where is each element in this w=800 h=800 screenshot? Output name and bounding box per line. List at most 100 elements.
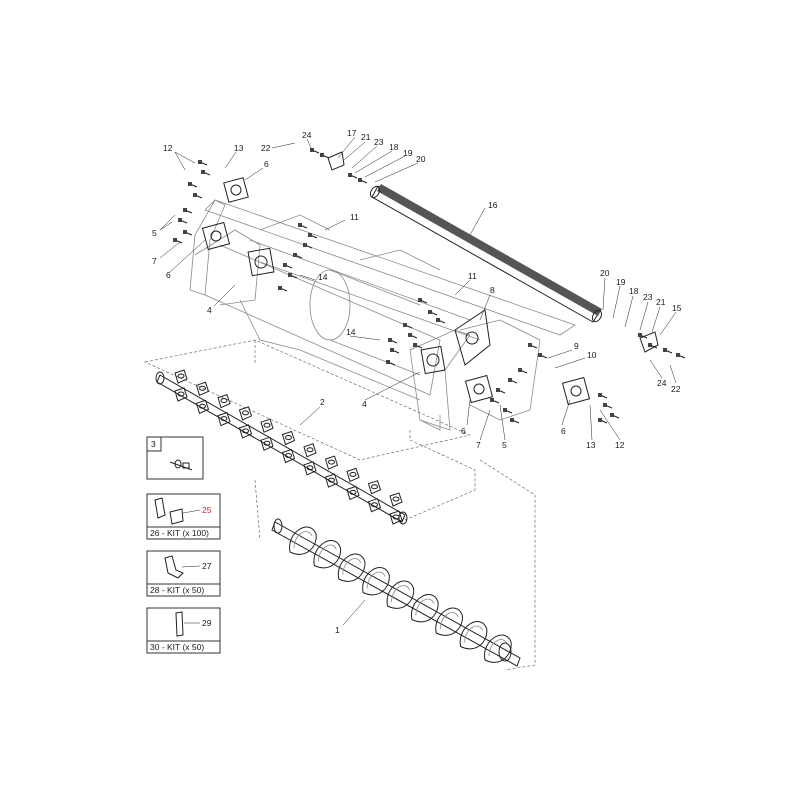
auger-end (273, 518, 283, 534)
callout-6-lower-right: 6 (561, 426, 566, 436)
auger-flight (386, 580, 415, 609)
inset-30-part-number: 29 (202, 618, 212, 628)
callout-7-lower: 7 (476, 440, 481, 450)
auger-flight (484, 634, 512, 663)
bolt (418, 298, 428, 304)
bearing-flanges (201, 151, 659, 406)
inset-box-30-kit: 29 30 - KIT (x 50) (146, 607, 221, 654)
paddle (346, 485, 360, 501)
bolt (436, 318, 446, 324)
bolt (603, 403, 613, 409)
callout-19-right: 19 (616, 277, 626, 287)
bolt (638, 333, 648, 339)
callout-1: 1 (335, 625, 340, 635)
paddle-shaft (155, 369, 408, 525)
bolt (648, 343, 658, 349)
bolt (293, 253, 303, 259)
callout-6-lower-left: 6 (461, 426, 466, 436)
paddle (324, 473, 339, 488)
housing-frame (189, 199, 576, 431)
callout-4-left: 4 (207, 305, 212, 315)
bolt (503, 408, 513, 414)
callout-21-top: 21 (361, 132, 371, 142)
bolt (528, 343, 538, 349)
inset-3-tag: 3 (151, 439, 156, 449)
callout-7-left: 7 (152, 256, 157, 266)
callout-23-top: 23 (374, 137, 384, 147)
paddle (238, 406, 253, 421)
callout-18-top: 18 (389, 142, 399, 152)
callout-18-right: 18 (629, 286, 639, 296)
bolt (183, 208, 193, 214)
bolt (201, 170, 211, 176)
paddle (238, 424, 253, 439)
bolt (508, 378, 518, 384)
paddle (174, 387, 188, 402)
bolt (278, 286, 288, 292)
bolt (303, 243, 313, 249)
callout-22-top: 22 (261, 143, 271, 153)
auger (271, 518, 521, 667)
callout-24-top: 24 (302, 130, 312, 140)
paddle (260, 436, 274, 451)
inset-26-kit-label: 26 - KIT (x 100) (150, 528, 209, 538)
bolt (198, 160, 208, 166)
bolt (518, 368, 528, 374)
inset-26-part-number: 25 (202, 505, 212, 515)
paddle (367, 498, 382, 513)
paddle (367, 480, 382, 495)
bolt (288, 273, 298, 279)
callout-6-left: 6 (166, 270, 171, 280)
callout-14-upper: 14 (318, 272, 328, 282)
bolt (178, 218, 188, 224)
callout-19-top: 19 (403, 148, 413, 158)
callout-10: 10 (587, 350, 597, 360)
bolt (490, 398, 500, 404)
auger-flight (362, 567, 390, 596)
callout-17: 17 (347, 128, 357, 138)
auger-flight (411, 594, 439, 623)
bolt (428, 310, 438, 316)
bolt (408, 333, 418, 339)
callout-2: 2 (320, 397, 325, 407)
bolt (403, 323, 413, 329)
paddle (324, 455, 339, 470)
bolt (510, 418, 520, 424)
callout-20-right: 20 (600, 268, 610, 278)
paddle (260, 418, 274, 433)
paddle (195, 399, 210, 414)
bolt (598, 393, 608, 399)
callout-24-right: 24 (657, 378, 667, 388)
inset-box-28-kit: 27 28 - KIT (x 50) (146, 550, 221, 597)
bolt (183, 230, 193, 236)
bolt (610, 413, 620, 419)
dashed-guides (144, 339, 536, 671)
bolt (388, 338, 398, 344)
auger-flight (313, 540, 341, 569)
shaft-end (398, 511, 408, 525)
callout-12-lower: 12 (615, 440, 625, 450)
callout-13-top-left: 13 (234, 143, 244, 153)
inset-box-3: 3 (146, 436, 204, 480)
callout-5-lower: 5 (502, 440, 507, 450)
callout-4-right: 4 (362, 399, 367, 409)
bolt (283, 263, 293, 269)
inset-28-part-number: 27 (202, 561, 212, 571)
paddle (217, 411, 231, 427)
bolt (496, 388, 506, 394)
hardware-bolts (173, 148, 686, 424)
bolt (358, 178, 368, 184)
paddle (303, 461, 317, 476)
callout-15: 15 (672, 303, 682, 313)
callout-6-top-left: 6 (264, 159, 269, 169)
bolt (386, 360, 396, 366)
callout-14-lower: 14 (346, 327, 356, 337)
bolt (308, 233, 318, 239)
bolt (538, 353, 548, 359)
paddle (346, 467, 360, 483)
bolt (173, 238, 183, 244)
paddle (281, 448, 296, 464)
bolt (676, 353, 686, 359)
auger-flight (435, 607, 463, 636)
